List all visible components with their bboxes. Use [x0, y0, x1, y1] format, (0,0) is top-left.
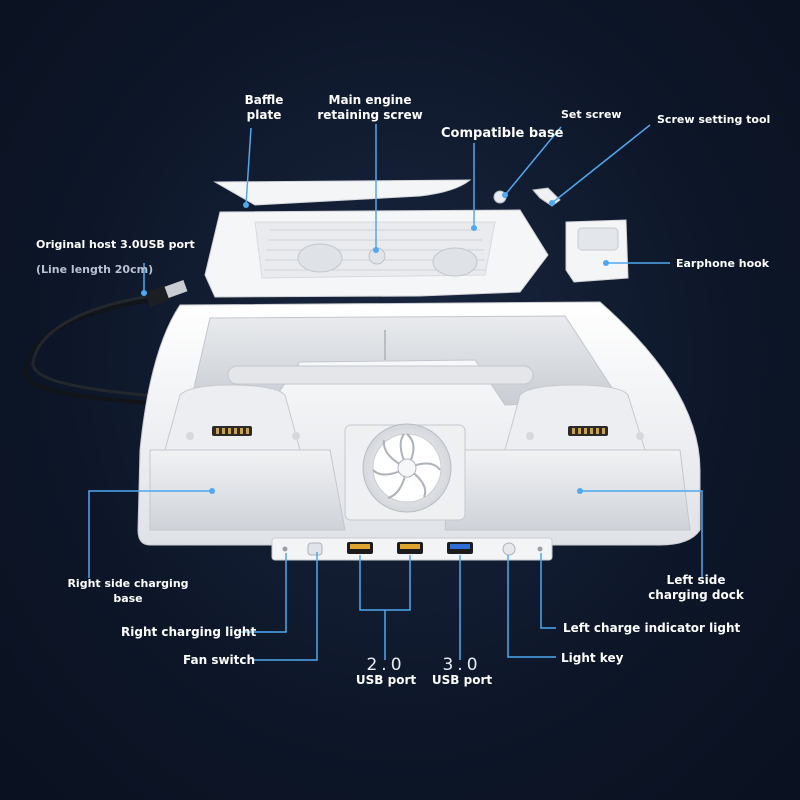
light-key-button	[502, 542, 516, 556]
usb2-port-label: USB port	[355, 673, 417, 687]
label-usb3: 3.0 USB port	[431, 655, 493, 688]
left-charge-indicator-led	[537, 546, 543, 552]
label-usb2: 2.0 USB port	[355, 655, 417, 688]
usb3-version: 3.0	[442, 655, 482, 675]
right-charging-light-led	[282, 546, 288, 552]
label-right-side-charging-base: Right side charging base	[67, 577, 189, 605]
baffle-plate	[213, 179, 472, 206]
label-main-engine-screw: Main engine retaining screw	[317, 93, 423, 122]
usb-plug-icon	[145, 279, 188, 307]
label-baffle-plate: Baffle plate	[244, 93, 284, 122]
label-original-host-usb: Original host 3.0USB port	[36, 238, 195, 251]
fan-switch-button	[307, 542, 323, 556]
label-earphone-hook: Earphone hook	[676, 257, 770, 270]
label-compatible-base: Compatible base	[441, 126, 564, 141]
label-right-charging-light: Right charging light	[121, 625, 257, 639]
label-fan-switch: Fan switch	[183, 653, 256, 667]
usb2-version: 2.0	[366, 655, 406, 675]
label-light-key: Light key	[561, 651, 624, 665]
label-left-charge-indicator-light: Left charge indicator light	[563, 621, 741, 635]
leader-lines	[88, 124, 703, 661]
label-left-side-charging-dock: Left side charging dock	[648, 573, 744, 602]
right-side-charging-base	[149, 449, 346, 531]
base-vent-right	[432, 247, 478, 277]
left-side-charging-dock	[444, 449, 691, 531]
label-set-screw: Set screw	[561, 108, 622, 121]
screw-setting-tool	[532, 187, 561, 207]
fan-icon	[362, 423, 452, 513]
usb-port-icon	[347, 542, 373, 554]
usb3-port-label: USB port	[431, 673, 493, 687]
label-line-length: (Line length 20cm)	[36, 263, 154, 276]
base-vent-left	[297, 243, 343, 273]
usb-cable	[23, 298, 176, 407]
label-screw-setting-tool: Screw setting tool	[657, 113, 771, 126]
usb-port-icon	[447, 542, 473, 554]
usb-port-icon	[397, 542, 423, 554]
